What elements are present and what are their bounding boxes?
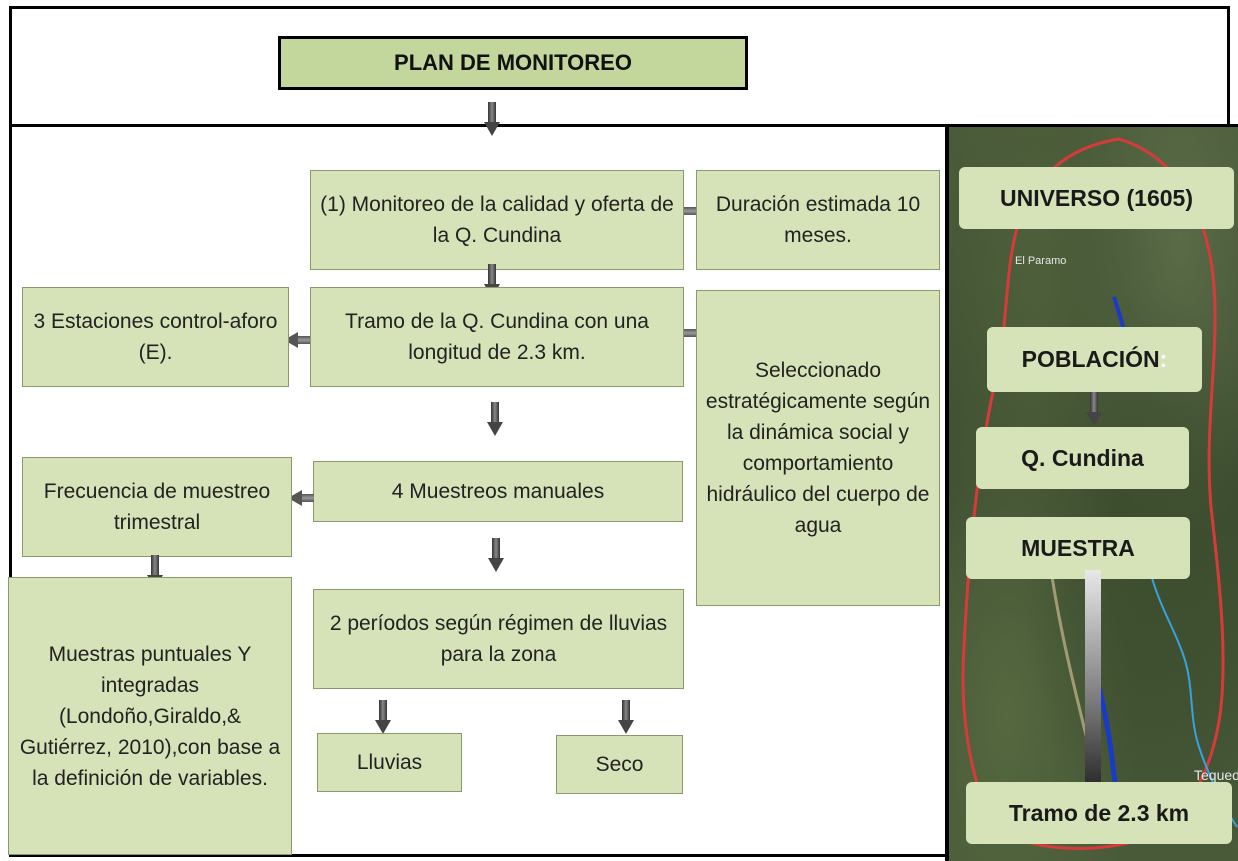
arrow-down-icon bbox=[488, 538, 504, 588]
map-box-tramo: Tramo de 2.3 km bbox=[966, 782, 1232, 844]
road-line bbox=[1047, 556, 1091, 748]
map-label-paramo: El Paramo bbox=[1015, 255, 1067, 267]
poblacion-label: POBLACIÓN bbox=[1021, 346, 1160, 372]
map-label-tequed: Tequed bbox=[1194, 767, 1238, 783]
map-box-universo: UNIVERSO (1605) bbox=[959, 167, 1234, 229]
diagram-title: PLAN DE MONITOREO bbox=[278, 36, 748, 90]
arrow-down-icon bbox=[618, 700, 634, 734]
main-frame bbox=[9, 124, 945, 857]
arrow-down-icon bbox=[484, 102, 500, 136]
node-muestreos: 4 Muestreos manuales bbox=[313, 461, 683, 522]
map-box-poblacion: POBLACIÓN: bbox=[987, 327, 1202, 392]
node-estaciones: 3 Estaciones control-aforo (E). bbox=[22, 287, 289, 387]
node-seco: Seco bbox=[556, 735, 683, 794]
node-muestras: Muestras puntuales Y integradas (Londoño… bbox=[8, 577, 292, 855]
arrow-down-icon bbox=[375, 700, 391, 734]
arrow-down-icon bbox=[487, 402, 503, 452]
map-box-cundina: Q. Cundina bbox=[976, 427, 1189, 489]
arrow-down-icon bbox=[1086, 392, 1102, 430]
node-frecuencia: Frecuencia de muestreo trimestral bbox=[22, 457, 292, 557]
node-duracion: Duración estimada 10 meses. bbox=[696, 170, 940, 270]
poblacion-colon: : bbox=[1159, 346, 1168, 372]
node-periodos: 2 períodos según régimen de lluvias para… bbox=[313, 589, 684, 689]
node-tramo: Tramo de la Q. Cundina con una longitud … bbox=[310, 287, 684, 387]
satellite-map: El Paramo Tequed UNIVERSO (1605) POBLACI… bbox=[945, 124, 1238, 861]
node-monitoreo: (1) Monitoreo de la calidad y oferta de … bbox=[310, 170, 684, 270]
node-lluvias: Lluvias bbox=[317, 733, 462, 792]
map-box-muestra: MUESTRA bbox=[966, 517, 1190, 579]
node-seleccionado: Seleccionado estratégicamente según la d… bbox=[696, 290, 940, 606]
top-frame bbox=[9, 6, 1230, 124]
